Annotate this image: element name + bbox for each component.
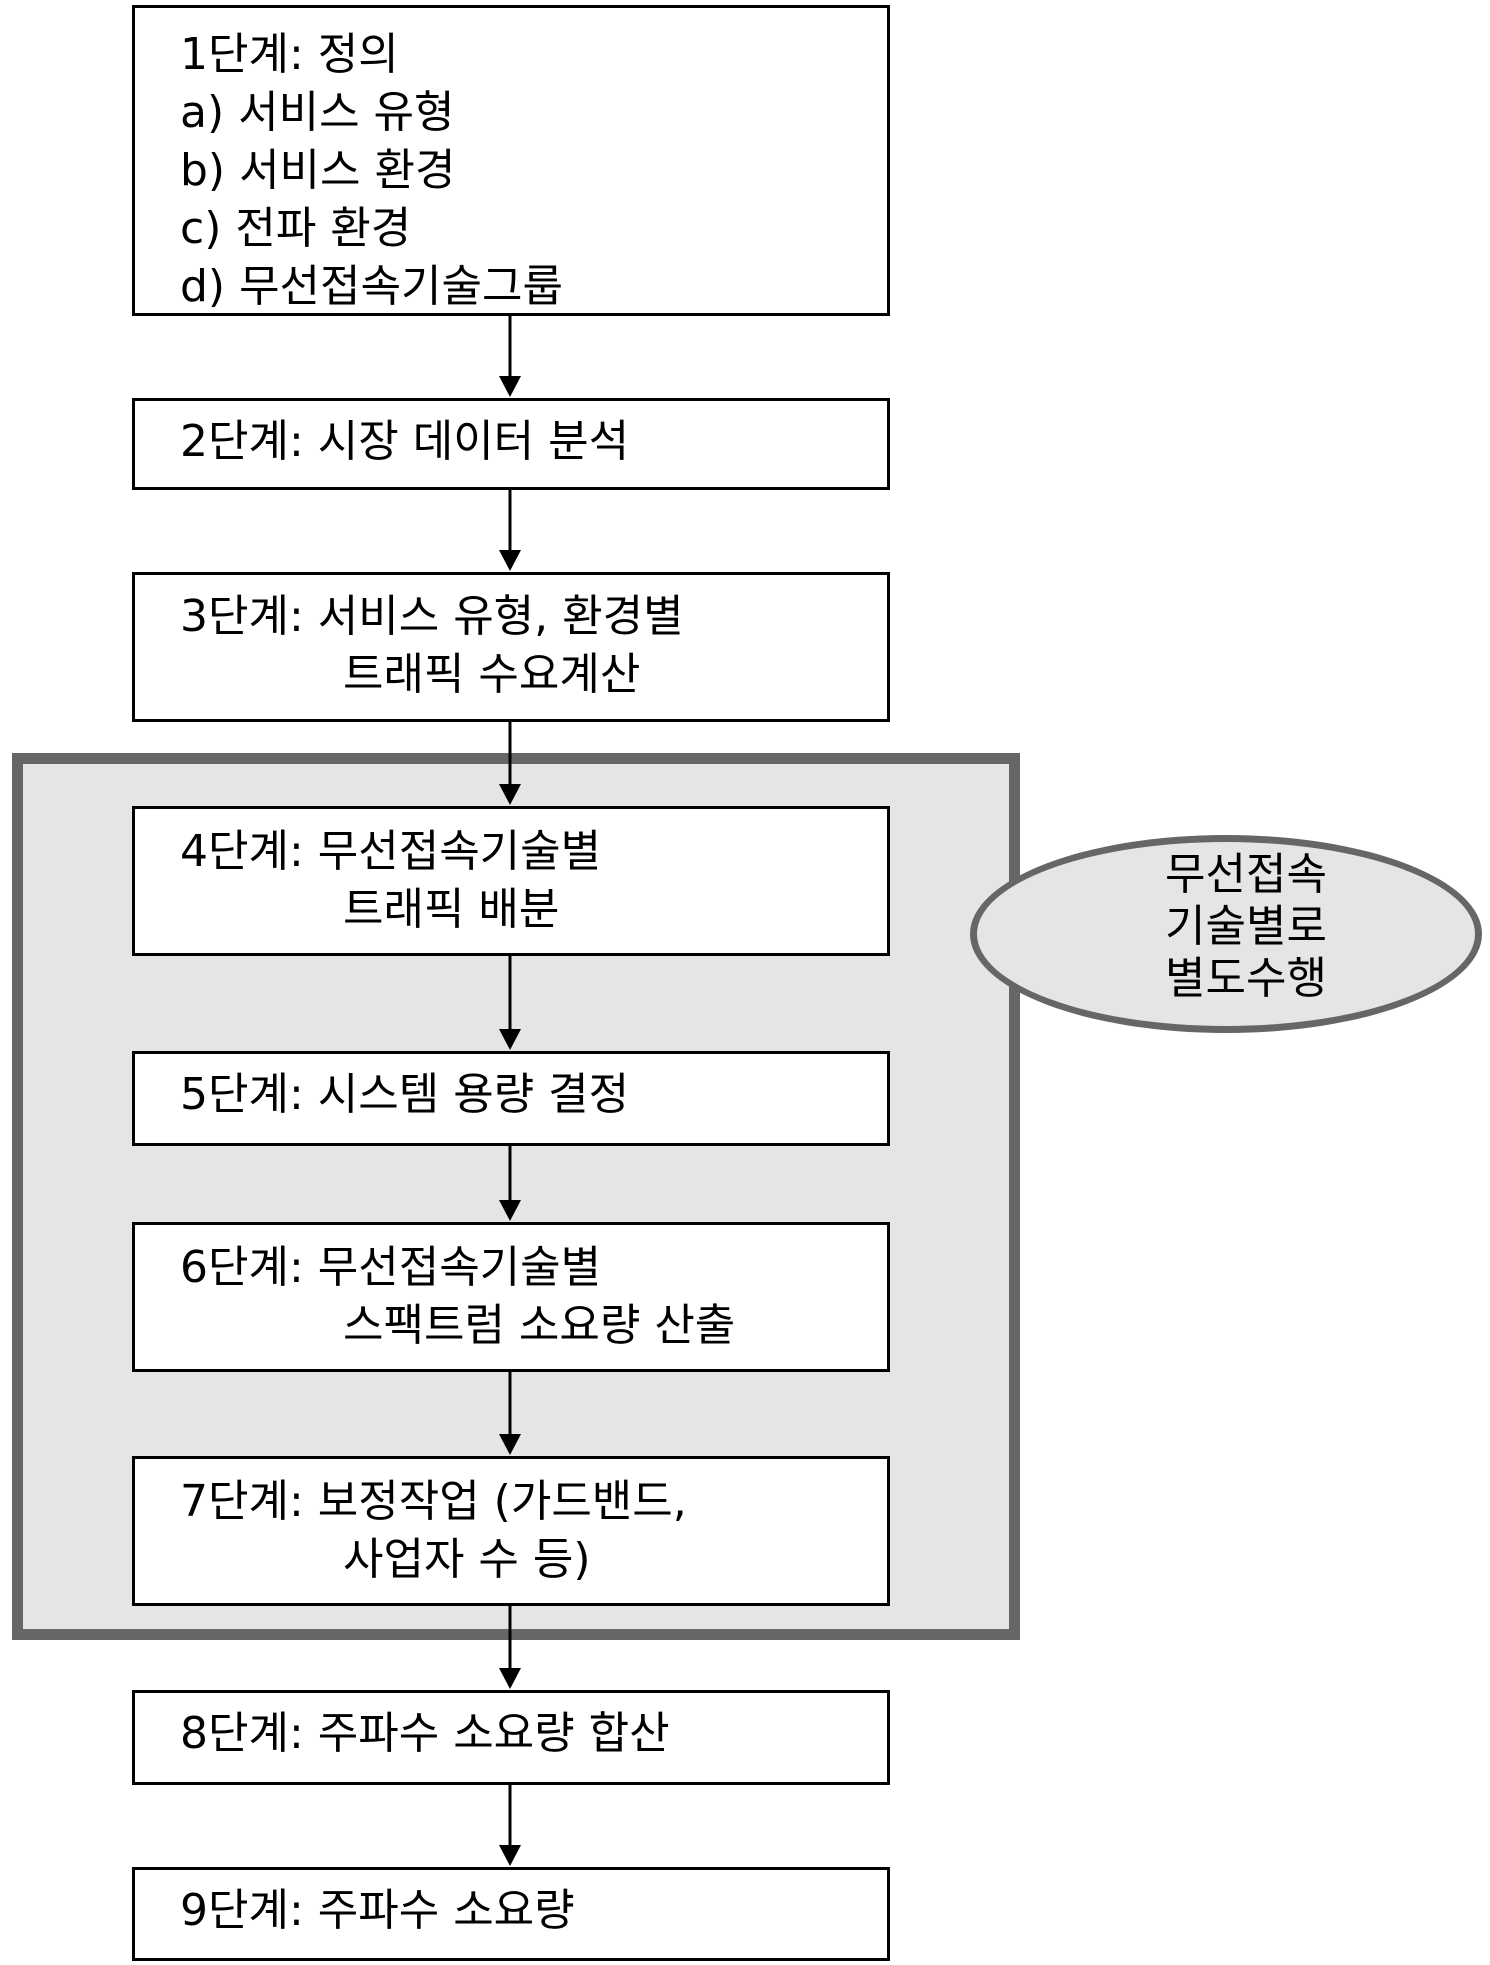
step-1-item-d: d) 무선접속기술그룹 bbox=[180, 261, 563, 312]
arrow-8-to-9-head bbox=[499, 1845, 521, 1866]
arrow-1-to-2-head bbox=[499, 376, 521, 397]
arrow-7-to-8-head bbox=[499, 1668, 521, 1689]
step-5-box: 5단계: 시스템 용량 결정 bbox=[132, 1051, 890, 1146]
note-line-1: 무선접속 bbox=[1165, 849, 1327, 900]
step-7-title: 7단계: 보정작업 (가드밴드, bbox=[180, 1476, 687, 1527]
step-8-box: 8단계: 주파수 소요량 합산 bbox=[132, 1690, 890, 1785]
step-6-title: 6단계: 무선접속기술별 bbox=[180, 1242, 602, 1293]
step-3-box: 3단계: 서비스 유형, 환경별 트래픽 수요계산 bbox=[132, 572, 890, 722]
step-2-title: 2단계: 시장 데이터 분석 bbox=[180, 416, 630, 467]
step-6-box: 6단계: 무선접속기술별 스팩트럼 소요량 산출 bbox=[132, 1222, 890, 1372]
step-3-title: 3단계: 서비스 유형, 환경별 bbox=[180, 591, 684, 642]
step-9-title: 9단계: 주파수 소요량 bbox=[180, 1885, 575, 1936]
step-1-item-b: b) 서비스 환경 bbox=[180, 145, 456, 196]
step-4-title-cont: 트래픽 배분 bbox=[343, 884, 560, 935]
arrow-2-to-3-head bbox=[499, 550, 521, 571]
step-1-title: 1단계: 정의 bbox=[180, 29, 399, 80]
step-1-item-c: c) 전파 환경 bbox=[180, 203, 412, 254]
step-3-title-cont: 트래픽 수요계산 bbox=[343, 649, 641, 700]
step-9-box: 9단계: 주파수 소요량 bbox=[132, 1867, 890, 1961]
step-1-box: 1단계: 정의 a) 서비스 유형 b) 서비스 환경 c) 전파 환경 d) … bbox=[132, 5, 890, 316]
step-8-title: 8단계: 주파수 소요량 합산 bbox=[180, 1708, 670, 1759]
step-5-title: 5단계: 시스템 용량 결정 bbox=[180, 1069, 630, 1120]
step-7-title-cont: 사업자 수 등) bbox=[343, 1534, 591, 1585]
note-line-3: 별도수행 bbox=[1165, 953, 1327, 1004]
step-2-box: 2단계: 시장 데이터 분석 bbox=[132, 398, 890, 490]
step-4-box: 4단계: 무선접속기술별 트래픽 배분 bbox=[132, 806, 890, 956]
note-oval: 무선접속 기술별로 별도수행 bbox=[970, 835, 1482, 1033]
step-1-item-a: a) 서비스 유형 bbox=[180, 87, 455, 138]
step-4-title: 4단계: 무선접속기술별 bbox=[180, 826, 602, 877]
step-7-box: 7단계: 보정작업 (가드밴드, 사업자 수 등) bbox=[132, 1456, 890, 1606]
note-line-2: 기술별로 bbox=[1165, 901, 1327, 952]
step-6-title-cont: 스팩트럼 소요량 산출 bbox=[343, 1300, 736, 1351]
